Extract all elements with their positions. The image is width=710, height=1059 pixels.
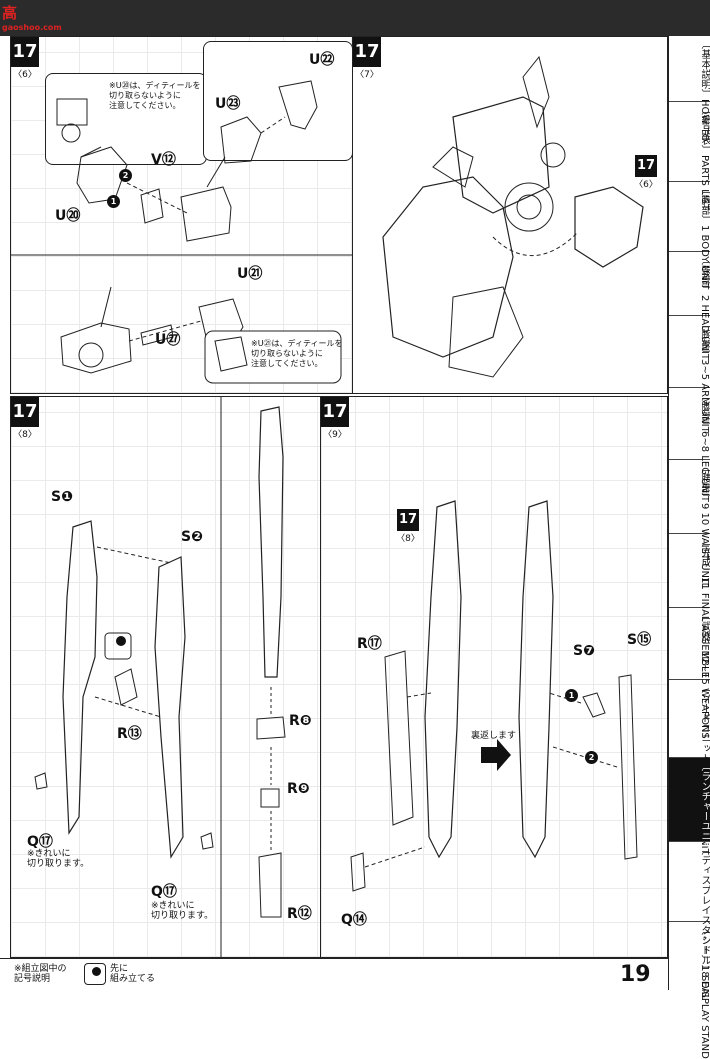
order-marker-2: 2 <box>119 169 132 182</box>
label-r17: R⑰ <box>357 636 382 652</box>
step-panel-8: 17 〈8〉 S❶ S❷ R⑬ Q⑰ ※きれいに 切り取ります。 Q⑰ ※きれい… <box>10 396 322 958</box>
label-u27: U㉗ <box>155 332 181 348</box>
step-sub-7: 〈7〉 <box>355 70 379 80</box>
step-number-6: 17 <box>11 37 39 67</box>
label-q17-left: Q⑰ <box>27 834 53 850</box>
label-s15: S⑮ <box>627 632 652 648</box>
ref-step-sub-6: 〈6〉 <box>634 180 658 190</box>
label-v12: V⑫ <box>151 152 176 168</box>
sidebar-item-arm-unit[interactable]: 〔腕部〕3~5 ARM UNIT <box>669 316 710 433</box>
label-u21: U㉑ <box>237 266 263 282</box>
note-u20: ※U⑳は、ディティールを 切り取らないように 注意してください。 <box>109 81 201 110</box>
sidebar-item-final-assemble[interactable]: 〔完成〕11 FINAL ASSEMBLE <box>669 534 710 678</box>
order-marker-1: 1 <box>565 689 578 702</box>
label-r8: R❽ <box>289 713 312 729</box>
order-marker-2: 2 <box>585 751 598 764</box>
ref-step-8: 17 <box>397 509 419 531</box>
label-q14: Q⑭ <box>341 912 367 928</box>
section-index-sidebar: 〔基本説明〕HOW TO 〔部品表〕PARTS LIST 〔胸部〕1 BODY … <box>668 36 710 1059</box>
footer <box>0 958 668 991</box>
note-u21: ※U㉑は、ディティールを 切り取らないように 注意してください。 <box>251 339 343 368</box>
top-bar: 高 gaoshoo.com <box>0 0 710 36</box>
step-panel-9: 17 〈9〉 17 〈8〉 R⑰ Q⑭ S❼ S⑮ 裏返します 1 2 <box>320 396 668 958</box>
sidebar-item-waist-unit[interactable]: 〔腰部〕9 10 WAIST UNIT <box>669 460 710 587</box>
ref-step-sub-8: 〈8〉 <box>396 534 420 544</box>
label-r9: R❾ <box>287 781 310 797</box>
sidebar-item-parts-list[interactable]: 〔部品表〕PARTS LIST <box>669 102 710 210</box>
sidebar-item-body-unit[interactable]: 〔胸部〕1 BODY UNIT <box>669 182 710 289</box>
label-s7: S❼ <box>573 643 595 659</box>
sidebar-item-leg-unit[interactable]: 〔脚部〕6~8 LEG UNIT <box>669 388 710 502</box>
legend-title: ※組立図中の 記号説明 <box>14 964 67 984</box>
sidebar-item-launcher-unit[interactable]: 〔ランチャーユニット〕17 LAUNCHER UNIT <box>669 758 710 969</box>
label-r12: R⑫ <box>287 906 312 922</box>
label-s1: S❶ <box>51 489 73 505</box>
sidebar-item-head-unit[interactable]: 〔頭部〕2 HEAD UNIT <box>669 252 710 360</box>
step-panel-7: 17 〈7〉 17 〈6〉 <box>352 36 668 394</box>
order-marker-1: 1 <box>107 195 120 208</box>
step-sub-6: 〈6〉 <box>13 70 37 80</box>
detail-callout-u20 <box>45 73 207 165</box>
sidebar-item-how-to[interactable]: 〔基本説明〕HOW TO <box>669 36 710 141</box>
page-number: 19 <box>620 962 651 987</box>
step-number-7: 17 <box>353 37 381 67</box>
label-u22: U㉒ <box>309 52 335 68</box>
site-logo: 高 gaoshoo.com <box>2 2 62 32</box>
step-sub-8: 〈8〉 <box>13 430 37 440</box>
sidebar-item-display-stand[interactable]: 〔ディスプレイスタンド〕18 DISPLAY STAND <box>669 842 710 1059</box>
label-r13: R⑬ <box>117 726 142 742</box>
note-q17-right: ※きれいに 切り取ります。 <box>151 901 214 921</box>
step-number-8: 17 <box>11 397 39 427</box>
step-panel-6: 17 〈6〉 ※U⑳は、ディティールを 切り取らないように 注意してください。 <box>10 36 354 394</box>
label-u20: U⑳ <box>55 208 81 224</box>
ref-step-6: 17 <box>635 155 657 177</box>
step-number-9: 17 <box>321 397 349 427</box>
label-s2: S❷ <box>181 529 203 545</box>
parts-diagram-8 <box>34 397 286 957</box>
note-q17-left: ※きれいに 切り取ります。 <box>27 849 90 869</box>
sidebar-item-sword-unit[interactable]: 〔ソードユニット〕16 SWORD UNIT <box>669 680 710 855</box>
step-sub-9: 〈9〉 <box>323 430 347 440</box>
label-q17-right: Q⑰ <box>151 884 177 900</box>
parts-diagram-6 <box>11 80 353 384</box>
sidebar-item-seal[interactable]: 〔シール〕SEAL <box>699 925 710 1001</box>
assembly-diagram-7 <box>382 55 644 378</box>
legend-text: 先に 組み立てる <box>110 964 156 984</box>
watermark-url: gaoshoo.com <box>2 23 62 32</box>
flip-note: 裏返します <box>471 731 517 741</box>
logo-text: 高 <box>2 4 18 22</box>
parts-diagram-9 <box>350 500 638 892</box>
sidebar-item-weapons[interactable]: 〔武器〕12~15 WEAPONS <box>669 608 710 739</box>
label-u23: U㉓ <box>215 96 241 112</box>
assemble-first-icon <box>84 963 106 985</box>
